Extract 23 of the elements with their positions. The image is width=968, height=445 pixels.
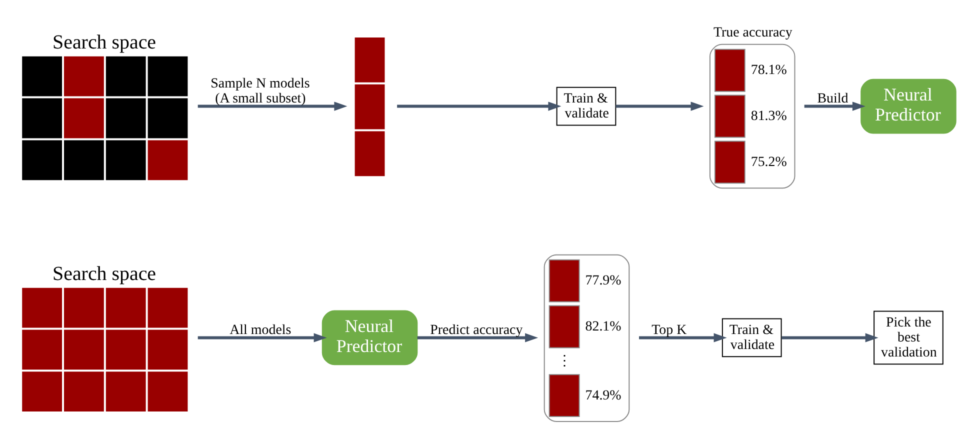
edge-label: Sample N models (A small subset) [210,76,310,106]
arrow [198,101,348,110]
arrow [616,101,704,110]
node-box: 77.9% 82.1% ⋮ 74.9% [544,254,630,422]
node-label: Search space [52,262,156,284]
arrow [198,332,327,342]
node-box: Pick the best validation [874,310,944,364]
node-box: Neural Predictor [322,310,418,365]
edge-label: Build [817,90,848,106]
arrow [639,332,727,342]
node-box: Neural Predictor [860,78,956,134]
arrow [804,101,866,110]
arrow [397,101,562,110]
node-box: 78.1% 81.3% 75.2% [709,43,796,188]
node-box: Train & validate [722,318,782,357]
node-box: Train & validate [556,86,616,126]
arrow [417,332,538,342]
node-label: Search space [52,30,156,53]
edge-label: Predict accuracy [430,322,523,338]
edge-label: All models [230,322,292,338]
edge-label: Top K [652,322,687,338]
arrow [782,332,878,342]
node-label: True accuracy [713,25,792,40]
